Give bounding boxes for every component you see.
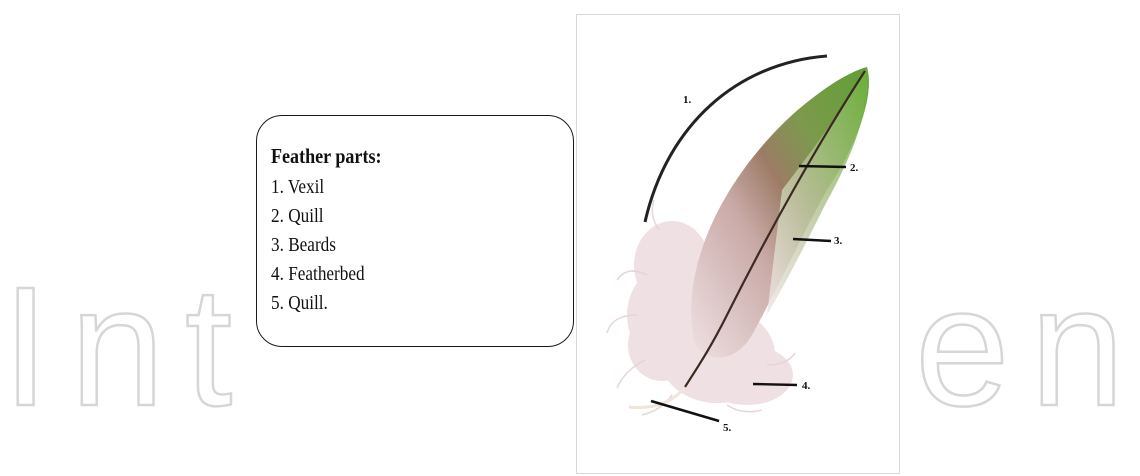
legend-item-quill-base: 5. Quill.: [271, 289, 531, 318]
legend-title: Feather parts:: [271, 142, 531, 171]
watermark-letter-t: t: [185, 252, 232, 442]
legend-item-vexil: 1. Vexil: [271, 173, 531, 202]
leader-line-4: [753, 384, 797, 385]
leader-line-2: [799, 166, 846, 167]
legend-item-beards: 3. Beards: [271, 231, 531, 260]
feather-figure: 1. 2. 3. 4. 5.: [576, 14, 900, 474]
callout-label-3: 3.: [834, 235, 842, 247]
callout-label-1: 1.: [683, 94, 691, 106]
callout-label-5: 5.: [723, 422, 731, 434]
feather-calamus: [629, 387, 685, 408]
callout-label-4: 4.: [802, 380, 810, 392]
watermark-letter-i: I: [2, 252, 49, 442]
feather-illustration: [577, 15, 901, 475]
watermark-letter-n: n: [70, 252, 165, 442]
watermark-letter-e: e: [915, 252, 1010, 442]
legend-list: 1. Vexil 2. Quill 3. Beards 4. Featherbe…: [271, 173, 573, 318]
legend-box: Feather parts: 1. Vexil 2. Quill 3. Bear…: [256, 115, 574, 347]
legend-item-featherbed: 4. Featherbed: [271, 260, 531, 289]
legend-item-quill: 2. Quill: [271, 202, 531, 231]
callout-label-2: 2.: [850, 162, 858, 174]
watermark-letter-n2: n: [1030, 252, 1125, 442]
leader-line-5: [651, 401, 719, 421]
